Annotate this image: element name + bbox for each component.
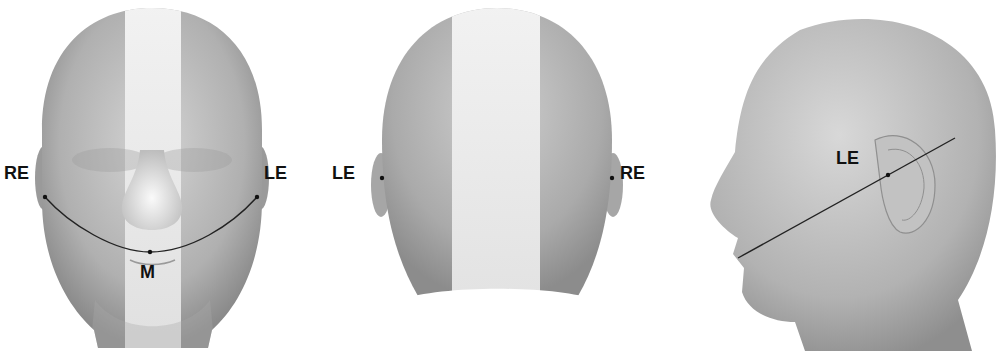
landmark-label: LE bbox=[836, 148, 859, 168]
landmark-label: LE bbox=[264, 163, 287, 183]
landmark-label: M bbox=[140, 262, 155, 282]
landmark-label: LE bbox=[332, 163, 355, 183]
landmark-label: RE bbox=[4, 163, 29, 183]
landmark-label: RE bbox=[620, 163, 645, 183]
